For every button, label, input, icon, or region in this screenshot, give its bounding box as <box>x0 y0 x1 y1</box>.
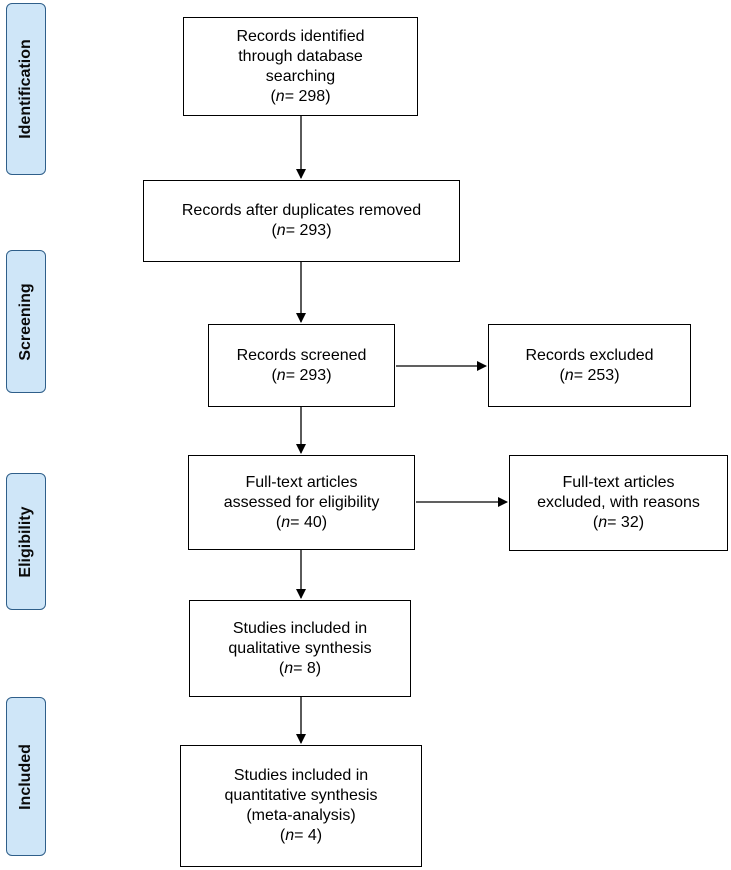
fulltext-excluded-line-1: Full-text articles <box>562 474 675 491</box>
box-records-identified: Records identified through database sear… <box>183 17 418 116</box>
quantitative-line-1: Studies included in <box>233 767 369 784</box>
deduplicated-count: (n= 293) <box>271 222 332 239</box>
box-fulltext-excluded: Full-text articles excluded, with reason… <box>509 455 728 551</box>
box-records-after-duplicates: Records after duplicates removed (n= 293… <box>143 180 460 262</box>
stage-eligibility: Eligibility <box>6 473 46 610</box>
box-records-excluded: Records excluded (n= 253) <box>488 324 691 407</box>
identified-line-1: Records identified <box>236 27 365 45</box>
qualitative-line-2: qualitative synthesis <box>228 639 372 657</box>
excluded-line-1: Records excluded <box>525 346 654 364</box>
deduplicated-line-1: Records after duplicates removed <box>181 202 422 219</box>
fulltext-assessed-line-2: assessed for eligibility <box>223 493 380 511</box>
qualitative-line-1: Studies included in <box>232 619 368 637</box>
screened-count: (n= 293) <box>271 366 332 384</box>
identified-line-2: through database <box>238 47 363 65</box>
screened-line-1: Records screened <box>236 346 367 364</box>
fulltext-assessed-line-1: Full-text articles <box>245 473 358 491</box>
quantitative-count: (n= 4) <box>279 827 323 844</box>
stage-identification: Identification <box>6 3 46 175</box>
quantitative-line-2: quantitative synthesis <box>224 787 378 804</box>
fulltext-excluded-line-2: excluded, with reasons <box>537 494 700 511</box>
box-quantitative-synthesis: Studies included in quantitative synthes… <box>180 745 422 867</box>
box-records-screened: Records screened (n= 293) <box>208 324 395 407</box>
fulltext-excluded-count: (n= 32) <box>592 514 645 531</box>
stage-screening: Screening <box>6 250 46 393</box>
quantitative-line-3: (meta-analysis) <box>246 807 356 824</box>
excluded-count: (n= 253) <box>559 366 620 384</box>
box-qualitative-synthesis: Studies included in qualitative synthesi… <box>189 600 411 697</box>
fulltext-assessed-count: (n= 40) <box>275 513 328 531</box>
qualitative-count: (n= 8) <box>278 659 322 677</box>
identified-count: (n= 298) <box>270 87 331 105</box>
stage-included: Included <box>6 697 46 856</box>
box-fulltext-assessed: Full-text articles assessed for eligibil… <box>188 455 415 550</box>
identified-line-3: searching <box>265 67 336 85</box>
